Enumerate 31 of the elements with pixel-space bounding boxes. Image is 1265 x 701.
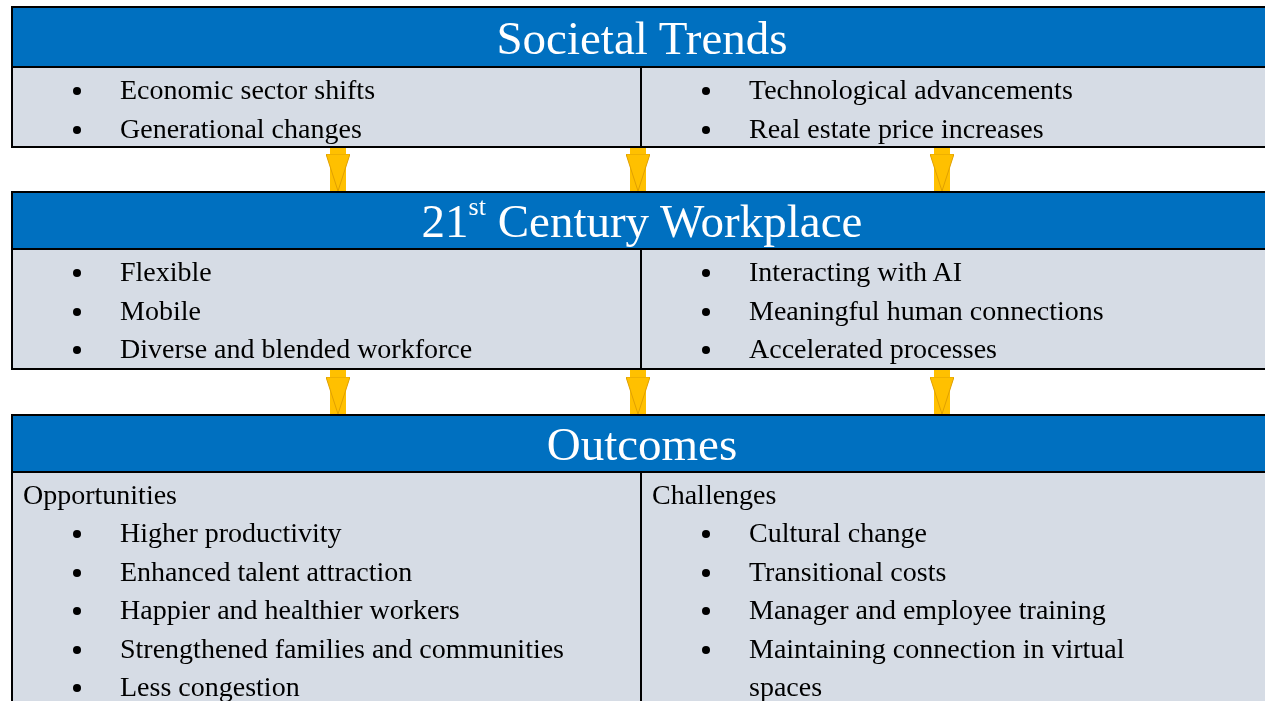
list-item: Strengthened families and communities [120,632,564,664]
column-heading: Challenges [651,478,778,512]
list-item: Generational changes [120,112,362,144]
down-arrow [625,148,651,192]
list-item: Diverse and blended workforce [120,333,473,364]
down-arrow [929,370,955,415]
list-item: Happier and healthier workers [120,594,460,625]
list-item: Accelerated processes [749,333,997,364]
list-item: Flexible [120,256,212,287]
list-item: Cultural change [749,517,928,548]
list-item: Meaningful human connections [749,294,1104,326]
list-item: Technological advancements [749,74,1073,105]
section-panel [11,414,1265,701]
list-item: Interacting with AI [749,256,963,287]
section-panel [11,6,1265,148]
section-heading: Societal Trends [13,8,1265,68]
down-arrow [625,370,651,415]
section-heading: 21$^{st}$ Century Workplace [13,193,1265,250]
list-item: Higher productivity [120,517,342,548]
section-panel [11,191,1265,370]
list-item: Manager and employee training [749,594,1106,625]
list-item: Enhanced talent attraction [120,555,413,587]
column-heading: Opportunities [22,478,178,512]
down-arrow [929,148,955,192]
list-item: Economic sector shifts [120,74,376,105]
list-item: Transitional costs [749,555,947,587]
section-heading: Outcomes [13,416,1265,473]
down-arrow [325,148,351,192]
down-arrow [325,370,351,415]
list-item: Real estate price increases [749,112,1044,144]
list-item: Mobile [120,294,201,326]
